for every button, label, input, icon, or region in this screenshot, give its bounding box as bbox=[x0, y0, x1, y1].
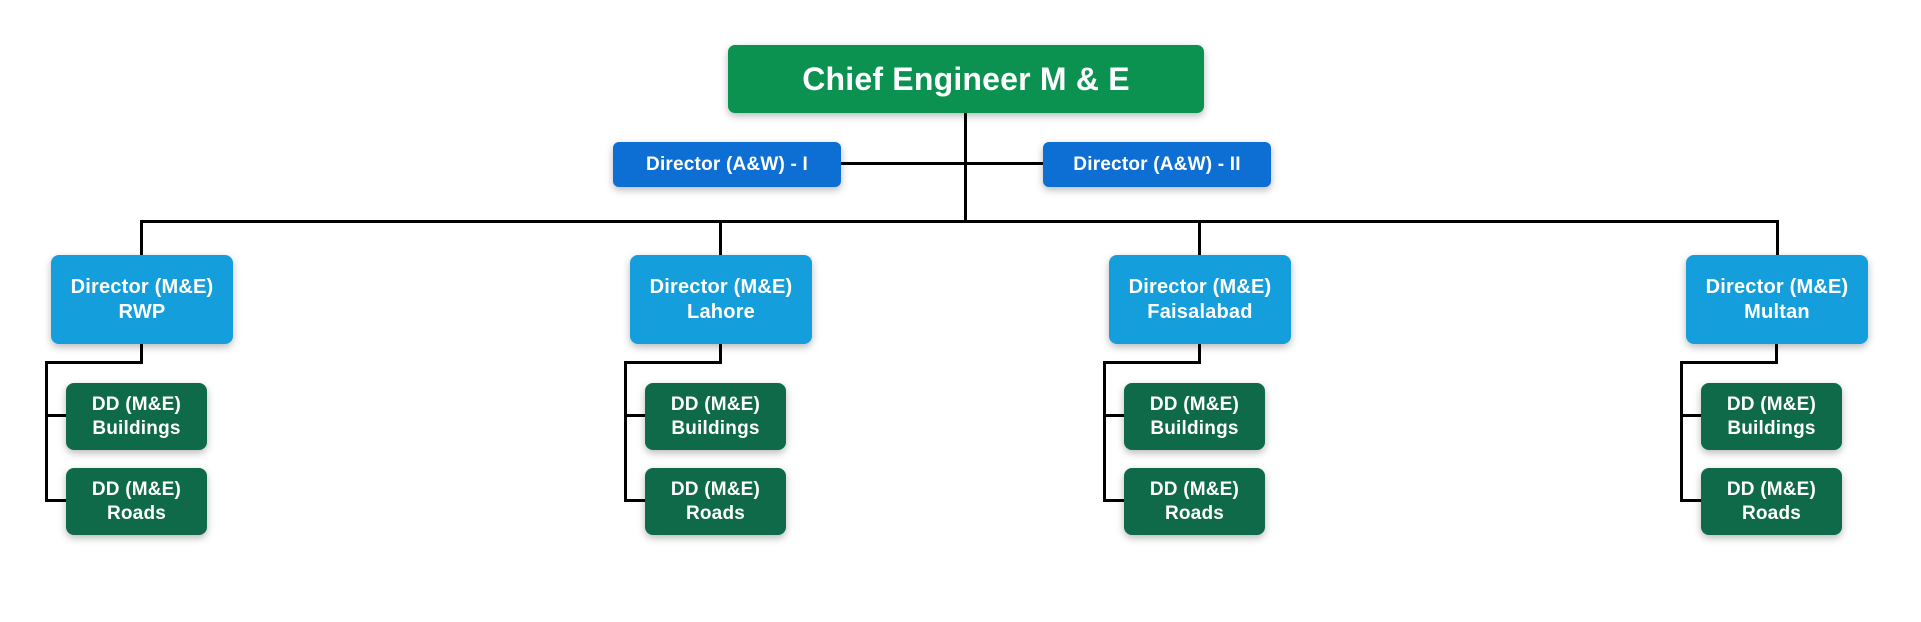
connector-branch-rail bbox=[1680, 361, 1683, 502]
node-label-line2: Roads bbox=[1164, 502, 1225, 524]
node-dd-roads-faisalabad: DD (M&E) Roads bbox=[1124, 468, 1265, 535]
connector-branch-elbow bbox=[1680, 361, 1778, 364]
node-label-line2: Buildings bbox=[1150, 417, 1239, 439]
connector-child-stub bbox=[624, 499, 646, 502]
node-label-line2: Faisalabad bbox=[1147, 300, 1253, 323]
connector-child-stub bbox=[624, 414, 646, 417]
node-director-me-faisalabad: Director (M&E) Faisalabad bbox=[1109, 255, 1291, 344]
node-label-line1: DD (M&E) bbox=[670, 393, 761, 415]
node-label-line1: DD (M&E) bbox=[91, 393, 182, 415]
node-label: Director (A&W) - I bbox=[646, 153, 808, 175]
node-label-line1: Director (M&E) bbox=[1705, 275, 1849, 298]
connector-stub-rwp bbox=[140, 220, 143, 256]
node-label-line2: Roads bbox=[1741, 502, 1802, 524]
connector-child-stub bbox=[45, 499, 67, 502]
node-label-line2: Buildings bbox=[92, 417, 181, 439]
node-director-me-rwp: Director (M&E) RWP bbox=[51, 255, 233, 344]
connector-branch-drop bbox=[1198, 344, 1201, 363]
node-dd-buildings-rwp: DD (M&E) Buildings bbox=[66, 383, 207, 450]
node-label-line2: RWP bbox=[118, 300, 166, 323]
node-chief-engineer: Chief Engineer M & E bbox=[728, 45, 1204, 113]
connector-chief-drop bbox=[964, 113, 967, 223]
node-dd-buildings-faisalabad: DD (M&E) Buildings bbox=[1124, 383, 1265, 450]
node-dd-buildings-multan: DD (M&E) Buildings bbox=[1701, 383, 1842, 450]
connector-branch-drop bbox=[140, 344, 143, 363]
connector-child-stub bbox=[1103, 499, 1125, 502]
node-label-line2: Roads bbox=[106, 502, 167, 524]
node-label-line1: Director (M&E) bbox=[70, 275, 214, 298]
node-label-line2: Roads bbox=[685, 502, 746, 524]
node-label-line2: Lahore bbox=[687, 300, 755, 323]
connector-branch-drop bbox=[1775, 344, 1778, 363]
node-label-line1: DD (M&E) bbox=[670, 478, 761, 500]
node-dd-roads-lahore: DD (M&E) Roads bbox=[645, 468, 786, 535]
connector-stub-faisalabad bbox=[1198, 220, 1201, 256]
node-label-line1: Director (M&E) bbox=[649, 275, 793, 298]
node-director-aw-1: Director (A&W) - I bbox=[613, 142, 841, 187]
connector-branch-elbow bbox=[45, 361, 143, 364]
node-label: Chief Engineer M & E bbox=[802, 60, 1130, 97]
node-label-line1: DD (M&E) bbox=[1149, 478, 1240, 500]
connector-child-stub bbox=[45, 414, 67, 417]
connector-branch-rail bbox=[624, 361, 627, 502]
node-label: Director (A&W) - II bbox=[1073, 153, 1241, 175]
node-label-line1: DD (M&E) bbox=[1726, 478, 1817, 500]
node-director-me-lahore: Director (M&E) Lahore bbox=[630, 255, 812, 344]
node-dd-roads-rwp: DD (M&E) Roads bbox=[66, 468, 207, 535]
connector-stub-multan bbox=[1776, 220, 1779, 256]
connector-child-stub bbox=[1680, 414, 1702, 417]
connector-distribution-rail bbox=[140, 220, 1779, 223]
node-director-aw-2: Director (A&W) - II bbox=[1043, 142, 1271, 187]
node-label-line2: Multan bbox=[1744, 300, 1810, 323]
node-director-me-multan: Director (M&E) Multan bbox=[1686, 255, 1868, 344]
connector-child-stub bbox=[1680, 499, 1702, 502]
connector-branch-drop bbox=[719, 344, 722, 363]
node-label-line2: Buildings bbox=[671, 417, 760, 439]
node-label-line1: DD (M&E) bbox=[1149, 393, 1240, 415]
node-label-line2: Buildings bbox=[1727, 417, 1816, 439]
connector-branch-elbow bbox=[624, 361, 722, 364]
connector-branch-elbow bbox=[1103, 361, 1201, 364]
node-dd-roads-multan: DD (M&E) Roads bbox=[1701, 468, 1842, 535]
connector-stub-lahore bbox=[719, 220, 722, 256]
connector-branch-rail bbox=[1103, 361, 1106, 502]
node-label-line1: DD (M&E) bbox=[91, 478, 182, 500]
node-label-line1: Director (M&E) bbox=[1128, 275, 1272, 298]
connector-staff-cross bbox=[841, 162, 1043, 165]
connector-branch-rail bbox=[45, 361, 48, 502]
node-label-line1: DD (M&E) bbox=[1726, 393, 1817, 415]
connector-child-stub bbox=[1103, 414, 1125, 417]
node-dd-buildings-lahore: DD (M&E) Buildings bbox=[645, 383, 786, 450]
